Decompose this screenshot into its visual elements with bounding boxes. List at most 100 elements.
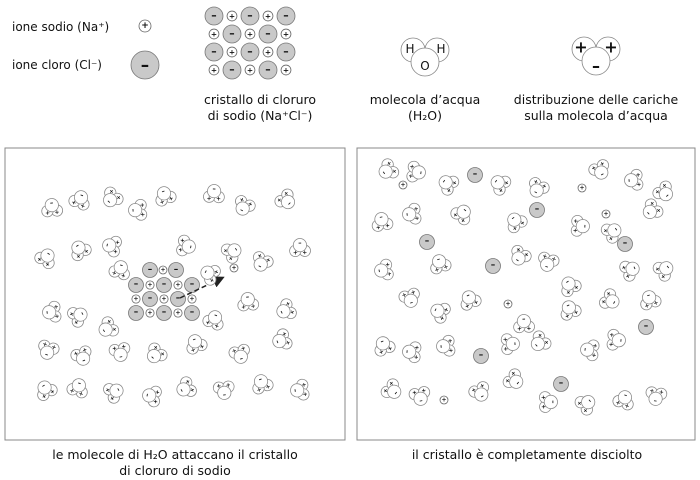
hydrogen-atom-label: H [405, 42, 414, 56]
hydrogen-lobe [493, 183, 506, 196]
charge-sign: + [107, 188, 115, 196]
charge-sign: + [400, 182, 405, 189]
charge-sign: + [604, 38, 617, 57]
oxygen-lobe [227, 243, 242, 258]
charge-sign: – [100, 327, 108, 334]
hydrogen-lobe [284, 306, 297, 320]
charge-sign: + [141, 21, 149, 31]
hydrogen-lobe [603, 288, 617, 301]
hydrogen-atom-label: H [436, 42, 445, 56]
hydrogen-lobe [108, 265, 121, 278]
charge-sign: + [542, 339, 550, 347]
charge-sign: – [149, 353, 157, 361]
charge-sign: + [625, 272, 633, 279]
charge-sign: – [201, 268, 210, 275]
charge-sign: – [246, 293, 250, 301]
charge-sign: + [412, 390, 418, 397]
charge-sign: – [45, 250, 52, 259]
hydrogen-lobe [408, 388, 421, 401]
charge-sign: + [250, 302, 256, 308]
chloride-ion [258, 24, 278, 44]
water-molecule: ++– [252, 251, 274, 272]
charge-sign: + [541, 253, 548, 260]
oxygen-lobe [42, 305, 57, 320]
charge-sign: + [222, 246, 230, 254]
chloride-ion [529, 202, 545, 218]
hydrogen-lobe [450, 207, 463, 220]
charge-sign: + [120, 271, 126, 278]
hydrogen-lobe [538, 251, 551, 264]
hydrogen-lobe [274, 195, 287, 208]
oxygen-lobe [509, 374, 524, 389]
oxygen-lobe [436, 339, 451, 354]
sodium-ion [208, 28, 220, 40]
charge-sign: – [211, 9, 216, 22]
hydrogen-lobe [538, 391, 552, 404]
water-molecule: ++– [645, 386, 668, 406]
oxygen-lobe [505, 336, 520, 351]
charge-sign: + [654, 265, 662, 273]
water-molecule: ++– [203, 184, 225, 204]
water-molecule: ++– [128, 199, 148, 221]
charge-sign: + [147, 282, 152, 289]
hydrogen-lobe [178, 234, 191, 247]
charge-sign: + [229, 12, 235, 21]
hydrogen-lobe [630, 168, 643, 182]
hydrogen-lobe [499, 175, 512, 188]
charge-sign: + [386, 344, 393, 351]
chloride-ion [276, 6, 296, 26]
hydrogen-lobe [655, 387, 668, 400]
charge-sign: + [450, 179, 458, 187]
charge-sign: – [186, 245, 194, 250]
oxygen-lobe [658, 187, 673, 202]
hydrogen-lobe [407, 160, 420, 173]
hydrogen-lobe [108, 344, 121, 357]
charge-sign: + [183, 378, 191, 385]
oxygen-lobe [374, 263, 389, 278]
hydrogen-lobe [111, 192, 124, 206]
water-molecule: ++– [430, 254, 452, 275]
hydrogen-lobe [252, 382, 265, 395]
charge-sign: – [79, 191, 85, 200]
water-molecule: ++– [155, 186, 177, 207]
water-caption-line1: molecola d’acqua [369, 92, 481, 107]
charge-sign: – [78, 310, 87, 317]
water-molecule: ++– [34, 248, 55, 270]
charge-sign: – [134, 280, 139, 290]
charge-sign: – [514, 379, 522, 387]
charge-sign: + [388, 380, 396, 388]
water-molecule: ++– [574, 395, 596, 416]
charge-sign: + [602, 226, 610, 234]
charge-sign: + [112, 346, 118, 353]
hydrogen-lobe [109, 235, 122, 249]
charge-sign: – [425, 237, 430, 247]
water-molecule: ++– [640, 290, 662, 311]
hydrogen-lobe [280, 298, 293, 311]
charge-sign: + [421, 388, 427, 395]
oxygen-lobe [200, 265, 215, 280]
hydrogen-lobe [442, 334, 455, 348]
charge-sign: + [654, 207, 662, 215]
oxygen-lobe [142, 388, 157, 403]
oxygen-lobe [474, 387, 489, 402]
charge-sign: + [74, 252, 81, 260]
charge-sign: – [176, 294, 181, 304]
water-molecule: ++– [406, 160, 426, 183]
charge-sign: + [605, 290, 613, 297]
charge-sign: + [536, 332, 544, 340]
oxygen-lobe [624, 173, 639, 188]
water-molecule: ++– [252, 374, 274, 395]
charge-sign: + [283, 30, 289, 39]
charge-sign: – [544, 262, 550, 271]
sodium-ion [187, 294, 197, 304]
charge-sign: – [375, 268, 383, 273]
hydrogen-lobe [587, 339, 600, 352]
charge-sign: + [410, 289, 417, 296]
charge-sign: + [634, 172, 640, 178]
panel-right-content: ––––––––++++++++–++–++–++–++–++–++–++–++… [371, 158, 674, 416]
water-molecule: ++– [176, 376, 197, 397]
charge-sign: + [175, 282, 180, 289]
charge-distribution-molecule: ++– [571, 36, 621, 76]
